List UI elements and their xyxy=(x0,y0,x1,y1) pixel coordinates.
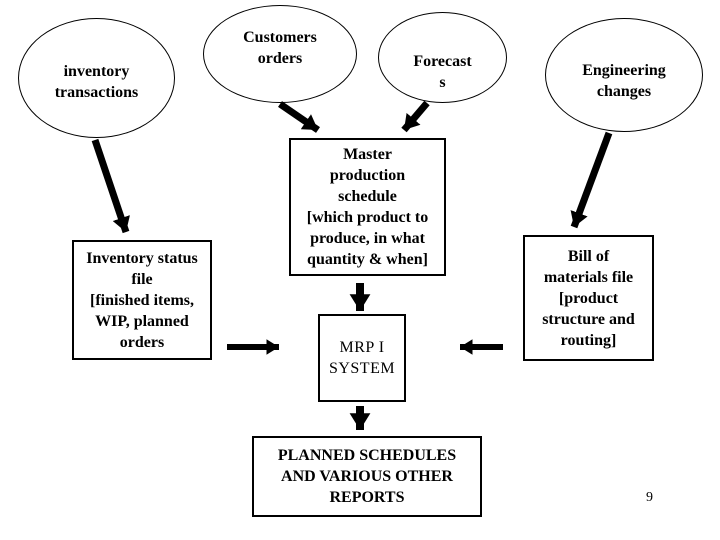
arrow-inventory-transactions-to-inventory-status xyxy=(91,138,130,234)
ellipse-customers-orders: Customers orders xyxy=(203,5,357,103)
ellipse-forecasts: Forecast s xyxy=(378,12,507,103)
forecasts-label: Forecast s xyxy=(413,52,472,91)
box-bill-of-materials-file: Bill of materials file [product structur… xyxy=(523,235,654,361)
mrp-system-label: MRP I SYSTEM xyxy=(328,339,396,377)
page-number: 9 xyxy=(646,490,653,505)
arrow-engineering-changes-to-bill-of-materials xyxy=(570,131,613,229)
planned-schedules-label: PLANNED SCHEDULES AND VARIOUS OTHER REPO… xyxy=(277,447,457,506)
arrow-customers-orders-to-master-schedule xyxy=(278,101,320,133)
engineering-changes-label: Engineering changes xyxy=(582,62,666,100)
ellipse-inventory-transactions: inventory transactions xyxy=(18,18,175,138)
bill-of-materials-file-label: Bill of materials file [product structur… xyxy=(542,247,635,349)
box-inventory-status-file: Inventory status file [finished items, W… xyxy=(72,240,212,360)
master-production-schedule-label: Master production schedule [which produc… xyxy=(306,146,429,268)
box-master-production-schedule: Master production schedule [which produc… xyxy=(289,138,446,276)
box-planned-schedules: PLANNED SCHEDULES AND VARIOUS OTHER REPO… xyxy=(252,436,482,517)
inventory-transactions-label: inventory transactions xyxy=(54,63,139,101)
ellipse-engineering-changes: Engineering changes xyxy=(545,18,703,132)
box-mrp-system: MRP I SYSTEM xyxy=(318,314,406,402)
arrow-forecasts-to-master-schedule xyxy=(401,100,430,133)
customers-orders-label: Customers orders xyxy=(243,29,317,67)
inventory-status-file-label: Inventory status file [finished items, W… xyxy=(86,249,198,351)
